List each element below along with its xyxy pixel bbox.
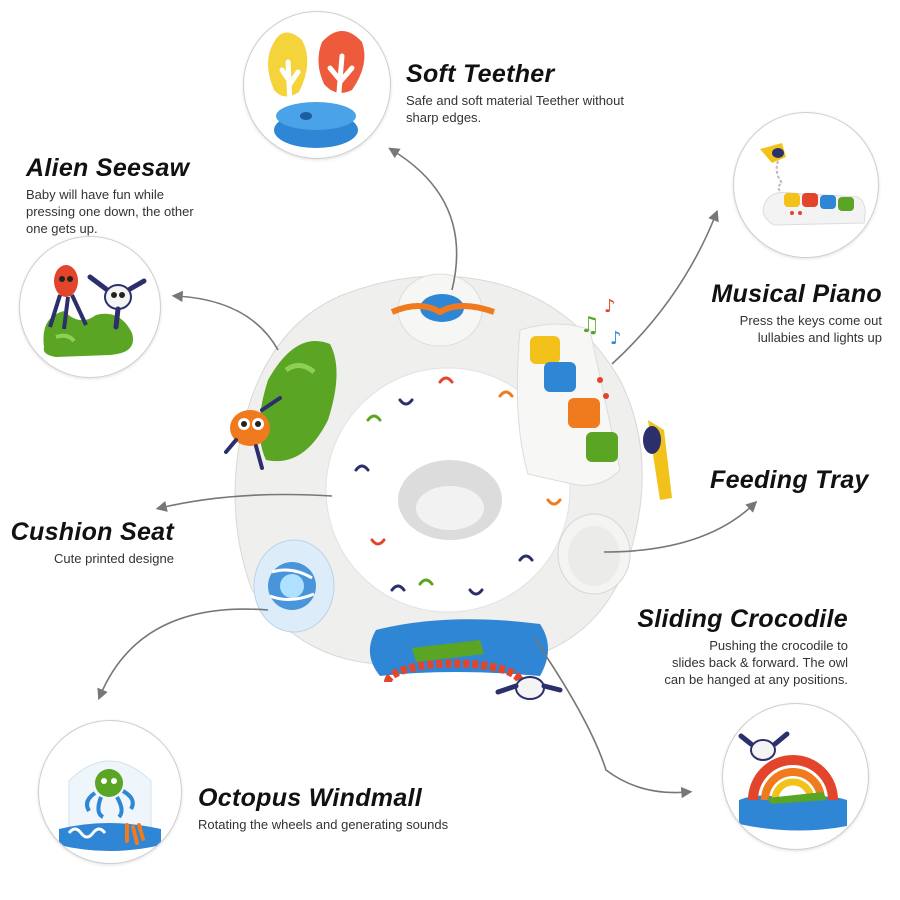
octopus-windmall-desc-line: Rotating the wheels and generating sound… <box>198 817 449 832</box>
alien-seesaw-detail-image <box>19 236 161 378</box>
callout-alien-seesaw: Alien Seesaw Baby will have fun while pr… <box>26 154 194 237</box>
sliding-crocodile-detail-image <box>722 703 869 850</box>
cushion-print <box>354 376 562 596</box>
soft-teether-desc: Safe and soft material Teether without s… <box>406 92 624 126</box>
callout-feeding-tray: Feeding Tray <box>710 466 869 495</box>
musical-piano-detail-image <box>733 112 879 258</box>
octopus-windmall-desc: Rotating the wheels and generating sound… <box>198 816 448 833</box>
callout-cushion-seat: Cushion Seat Cute printed designe <box>11 518 174 567</box>
cushion-seat-desc-line: Cute printed designe <box>54 551 174 566</box>
cushion-seat-arrow <box>155 493 333 512</box>
alien-seesaw-desc-line: pressing one down, the other <box>26 204 194 219</box>
sliding-crocodile-desc-line: can be hanged at any positions. <box>664 672 848 687</box>
octopus-windmall-detail-image <box>38 720 182 864</box>
callout-soft-teether: Soft Teether Safe and soft material Teet… <box>406 60 624 126</box>
product-body <box>234 275 643 665</box>
soft-teether-desc-line: Safe and soft material Teether without <box>406 93 624 108</box>
feeding-tray-cup <box>557 513 631 595</box>
musical-piano-desc: Press the keys come out lullabies and li… <box>711 312 882 346</box>
svg-text:♪: ♪ <box>610 328 622 349</box>
svg-text:♪: ♪ <box>604 296 616 317</box>
callout-octopus-windmall: Octopus Windmall Rotating the wheels and… <box>198 784 448 833</box>
soft-teether-title: Soft Teether <box>406 60 555 88</box>
callout-sliding-crocodile: Sliding Crocodile Pushing the crocodile … <box>637 605 848 688</box>
musical-piano-title: Musical Piano <box>711 280 882 308</box>
windmill-arrow <box>97 608 269 701</box>
seesaw-arrow <box>171 290 279 351</box>
feeding-tray-title: Feeding Tray <box>710 466 869 494</box>
cushion-seat-desc: Cute printed designe <box>11 550 174 567</box>
sliding-crocodile-desc: Pushing the crocodile to slides back & f… <box>637 637 848 688</box>
sliding-crocodile-title: Sliding Crocodile <box>637 605 848 633</box>
octopus-windmall-title: Octopus Windmall <box>198 784 423 812</box>
callout-musical-piano: Musical Piano Press the keys come out lu… <box>711 280 882 346</box>
musical-piano-desc-line: lullabies and lights up <box>757 330 882 345</box>
feeding-tray-arrow <box>603 500 758 553</box>
sliding-crocodile-desc-line: Pushing the crocodile to <box>709 638 848 653</box>
alien-seesaw-desc: Baby will have fun while pressing one do… <box>26 186 194 237</box>
seesaw-module <box>259 340 337 462</box>
alien-seesaw-title: Alien Seesaw <box>26 154 190 182</box>
crocodile-module <box>369 619 548 676</box>
windmill-dome <box>253 539 335 633</box>
sliding-crocodile-desc-line: slides back & forward. The owl <box>671 655 848 670</box>
svg-text:♫: ♫ <box>580 313 600 338</box>
soft-teether-detail-image <box>243 11 391 159</box>
soft-teether-desc-line: sharp edges. <box>406 110 482 125</box>
musical-piano-desc-line: Press the keys come out <box>739 313 882 328</box>
teether-arrow <box>388 147 458 291</box>
cushion-seat <box>325 367 571 613</box>
piano-module <box>516 323 621 486</box>
piano-arrow <box>611 209 719 365</box>
cushion-seat-title: Cushion Seat <box>10 518 174 546</box>
teether-dome <box>397 273 483 347</box>
alien-seesaw-desc-line: Baby will have fun while <box>26 187 165 202</box>
alien-seesaw-desc-line: one gets up. <box>26 221 98 236</box>
